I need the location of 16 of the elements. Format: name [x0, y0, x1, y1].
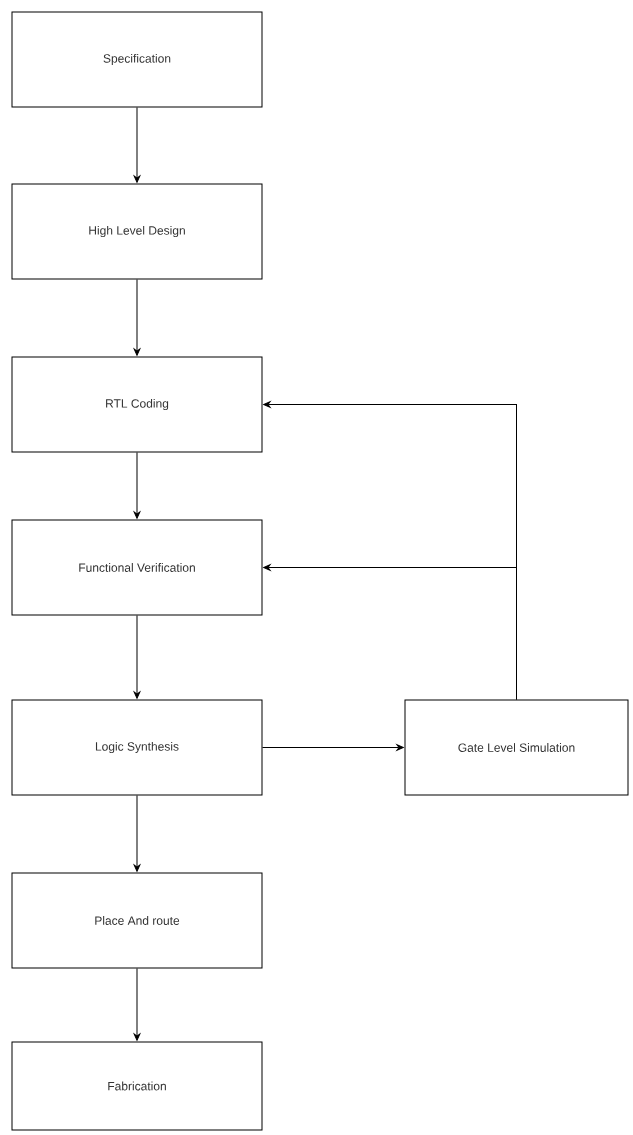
arrow — [133, 615, 141, 699]
process-box: Functional Verification — [11, 519, 263, 616]
process-box: Fabrication — [11, 1041, 263, 1131]
arrow — [263, 564, 517, 700]
arrow — [133, 968, 141, 1041]
process-box: RTL Coding — [11, 356, 263, 453]
arrow — [133, 795, 141, 872]
process-box: High Level Design — [11, 183, 263, 280]
process-box: Gate Level Simulation — [404, 699, 629, 796]
process-box: Logic Synthesis — [11, 699, 263, 796]
arrow — [133, 452, 141, 519]
arrow — [133, 107, 141, 183]
process-box: Place And route — [11, 872, 263, 969]
process-box: Specification — [11, 11, 263, 108]
arrow — [133, 279, 141, 356]
arrow — [262, 744, 404, 751]
